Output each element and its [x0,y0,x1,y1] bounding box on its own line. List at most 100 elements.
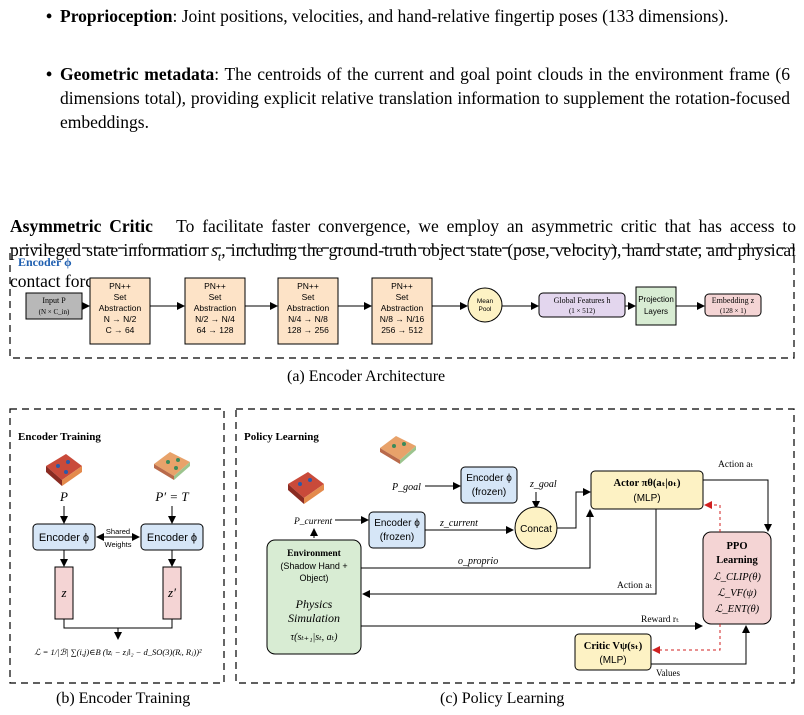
point-cloud-icon [46,454,82,486]
asymmetric-critic-paragraph: Asymmetric Critic To facilitate faster c… [10,214,796,293]
stage-points: N → N/2 [104,314,137,324]
training-title: Encoder Training [18,431,101,443]
z-current-label: z_current [439,518,478,529]
encoder-title: Encoder ϕ [18,255,72,269]
actor-mlp-label: (MLP) [633,493,660,504]
label-p: P [59,489,68,504]
ppo-label: PPO [727,541,748,552]
z-goal-label: z_goal [529,479,557,490]
arrow [703,479,772,532]
loss-clip: ℒ_CLIP(θ) [713,572,761,583]
bullet-term: Proprioception [60,6,173,26]
concat-node: Concat [514,506,558,550]
encoder-right: Encoder ϕ [140,523,204,551]
stage-points: N/8 → N/16 [380,314,425,324]
bullet-proprioception: • Proprioception: Joint positions, veloc… [46,6,729,26]
environment-block: Environment (Shadow Hand + Object) Physi… [266,539,362,655]
pn-stage-4: PN++ Set Abstraction N/8 → N/16 256 → 51… [371,277,433,345]
stage-label: Abstraction [99,303,142,313]
stage-points: N/2 → N/4 [195,314,235,324]
input-dims: (N × C_in) [39,308,70,316]
projection-label: Projection [638,295,674,304]
paragraph-text-b: , including the ground-truth object stat… [10,240,797,291]
critic-block: Critic Vψ(sₜ) (MLP) [574,633,652,671]
policy-title: Policy Learning [244,431,319,443]
embedding-label: Embedding z [712,296,755,305]
encoder-frame [9,247,795,359]
input-block: Input P (N × C_in) [25,292,83,320]
ppo-block: PPO Learning ℒ_CLIP(θ) ℒ_VF(ψ) ℒ_ENT(θ) [702,531,772,625]
label-p-prime: P′ = T [154,489,189,504]
projection-block: Projection Layers [635,286,677,326]
encoder-label: Encoder ϕ [147,532,197,544]
shared-label: Weights [105,540,132,549]
input-label: Input P [42,296,66,305]
pn-stage-1: PN++ Set Abstraction N → N/2 C → 64 [89,277,151,345]
action-label-mid: Action aₜ [617,581,652,591]
arrow [557,488,591,529]
embedding-block: Embedding z (128 × 1) [704,293,762,317]
values-label: Values [656,668,680,678]
z-prime-label: z′ [167,585,176,600]
embedding-dims: (128 × 1) [720,307,747,315]
state-var-sub: t [217,249,222,264]
reward-label: Reward rₜ [641,615,679,625]
bullet-term: Geometric metadata [60,64,215,84]
actor-label: Actor πθ(aₜ|oₜ) [614,478,681,489]
environment-label: Environment [287,549,342,559]
projection-label: Layers [644,307,668,316]
encoder-frozen-label: (frozen) [380,532,414,543]
stage-label: Set [302,292,315,302]
stage-label: PN++ [391,281,413,291]
environment-sub: (Shadow Hand + [280,561,347,571]
point-cloud-icon [288,472,324,504]
environment-sub: Object) [299,573,328,583]
paragraph-text-a: To facilitate faster convergence, we emp… [10,216,796,260]
physics-label: Simulation [288,611,340,625]
encoder-label: Encoder ϕ [466,473,512,484]
point-cloud-icon [380,436,416,464]
action-label-top: Action aₜ [718,460,753,470]
label-p-goal: P_goal [391,482,421,493]
stage-label: Set [396,292,409,302]
stage-label: PN++ [109,281,131,291]
encoder-frozen-label: (frozen) [472,487,506,498]
stage-label: Set [209,292,222,302]
proprio-label: o_proprio [458,556,498,567]
pn-stage-2: PN++ Set Abstraction N/2 → N/4 64 → 128 [184,277,246,345]
encoder-current: Encoder ϕ (frozen) [368,511,426,549]
stage-channels: 256 → 512 [381,325,423,335]
ppo-label: Learning [716,555,758,566]
concat-label: Concat [520,524,552,535]
stage-label: Abstraction [287,303,330,313]
stage-channels: 64 → 128 [197,325,234,335]
pn-stage-3: PN++ Set Abstraction N/4 → N/8 128 → 256 [277,277,339,345]
transition-equation: τ(sₜ₊₁|sₜ, aₜ) [291,632,339,643]
bullet-geometric-metadata: • Geometric metadata: The centroids of t… [46,64,791,132]
caption-c: (c) Policy Learning [440,690,565,707]
stage-label: PN++ [297,281,319,291]
label-p-current: P_current [293,517,333,527]
state-var: s [211,240,218,260]
arrow [362,509,657,598]
embedding-z-right: z′ [162,566,182,620]
embedding-z-left: z [54,566,74,620]
caption-b: (b) Encoder Training [56,690,191,707]
arrow [361,509,594,569]
caption-a: (a) Encoder Architecture [287,368,446,385]
policy-frame [235,408,795,684]
shared-label: Shared [106,527,130,536]
bullet-text: : Joint positions, velocities, and hand-… [172,6,729,26]
connector [63,619,173,629]
stage-label: Set [114,292,127,302]
global-label: Global Features h [554,296,611,305]
critic-mlp-label: (MLP) [599,655,626,666]
z-label: z [60,585,66,600]
critic-label: Critic Vψ(sₜ) [584,641,643,652]
pool-label: Mean [477,298,494,305]
encoder-label: Encoder ϕ [39,532,89,544]
arrow [651,625,750,665]
stage-label: Abstraction [194,303,237,313]
loss-equation: ℒ = 1/|ℬ| ∑(i,j)∈B (‖zᵢ − zⱼ‖₂ − d_SO(3)… [34,647,202,657]
